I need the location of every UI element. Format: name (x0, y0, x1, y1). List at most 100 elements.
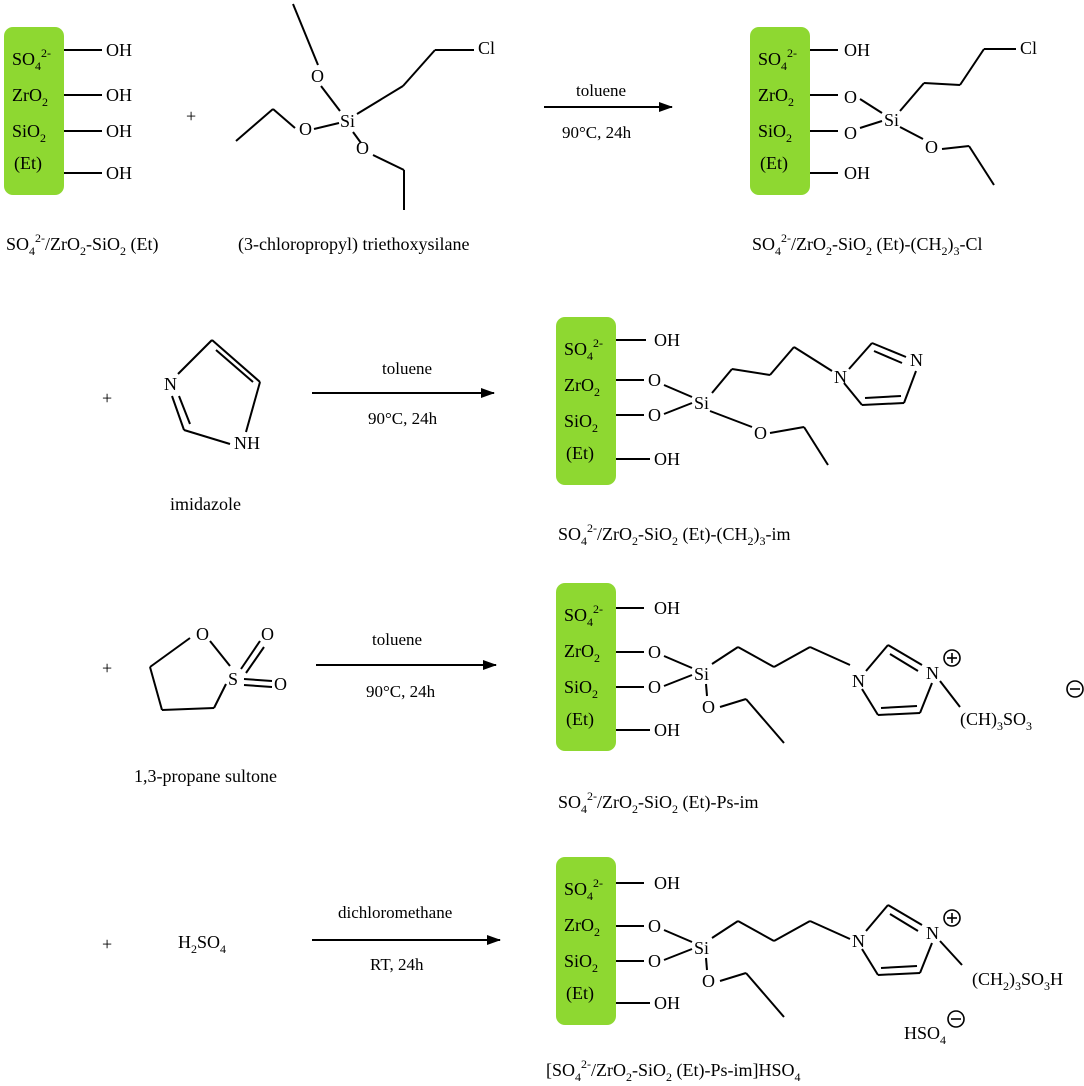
svg-text:90°C, 24h: 90°C, 24h (562, 123, 632, 142)
sultone-label: 1,3-propane sultone (134, 766, 277, 786)
ethyl-layer: (Et) (566, 709, 594, 730)
silica-layer: SiO2 (564, 411, 598, 435)
zirconia-layer: ZrO2 (758, 85, 794, 109)
svg-text:N: N (910, 350, 923, 370)
product-zwitterion-label: SO42-/ZrO2-SiO2 (Et)-Ps-im (558, 789, 759, 816)
svg-text:S: S (228, 669, 238, 689)
ethyl-layer: (Et) (566, 983, 594, 1004)
silica-layer: SiO2 (564, 951, 598, 975)
plus-sign: + (186, 106, 196, 126)
chloropropyl-triethoxysilane: O Si O O Cl (235, 3, 495, 210)
product-ionic-liquid: SO42- ZrO2 SiO2 (Et) OH O O OH Si O N N (556, 857, 1063, 1047)
svg-text:O: O (844, 87, 857, 107)
support-box (4, 27, 64, 195)
svg-text:O: O (196, 624, 209, 644)
svg-text:OH: OH (654, 720, 680, 740)
support-block: SO42- ZrO2 SiO2 (Et) (4, 27, 64, 195)
support-block: SO42- ZrO2 SiO2 (Et) (556, 857, 616, 1025)
svg-text:N: N (852, 931, 865, 951)
product-zwitterion: SO42- ZrO2 SiO2 (Et) OH O O OH Si O N N (556, 583, 1084, 751)
svg-text:toluene: toluene (576, 81, 626, 100)
svg-text:O: O (648, 916, 661, 936)
svg-text:Cl: Cl (478, 38, 495, 58)
svg-text:O: O (648, 405, 661, 425)
svg-text:OH: OH (654, 993, 680, 1013)
product-imidazolyl: SO42- ZrO2 SiO2 (Et) OH O O OH Si O N N (556, 317, 923, 485)
zirconia-layer: ZrO2 (12, 85, 48, 109)
sulfate-layer: SO42- (564, 876, 603, 903)
zirconia-layer: ZrO2 (564, 915, 600, 939)
svg-text:OH: OH (844, 40, 870, 60)
svg-text:O: O (648, 642, 661, 662)
product-chloropropyl-label: SO42-/ZrO2-SiO2 (Et)-(CH2)3-Cl (752, 231, 983, 258)
svg-text:RT, 24h: RT, 24h (370, 955, 424, 974)
svg-text:O: O (274, 674, 287, 694)
sulfate-layer: SO42- (12, 46, 51, 73)
svg-text:O: O (261, 624, 274, 644)
svg-text:O: O (925, 137, 938, 157)
svg-text:OH: OH (654, 449, 680, 469)
silica-layer: SiO2 (758, 121, 792, 145)
sulfate-layer: SO42- (564, 602, 603, 629)
support-block: SO42- ZrO2 SiO2 (Et) (556, 583, 616, 751)
svg-text:O: O (702, 697, 715, 717)
svg-text:O: O (299, 119, 312, 139)
svg-text:toluene: toluene (382, 359, 432, 378)
negative-charge-icon (947, 1010, 965, 1028)
svg-text:O: O (702, 971, 715, 991)
svg-text:Si: Si (884, 110, 899, 130)
svg-text:N: N (926, 663, 939, 683)
support-start-label: SO42-/ZrO2-SiO2 (Et) (6, 231, 159, 258)
support-block: SO42- ZrO2 SiO2 (Et) (556, 317, 616, 485)
reaction-arrow-1: toluene 90°C, 24h (544, 81, 673, 142)
svg-text:OH: OH (106, 163, 132, 183)
svg-text:OH: OH (106, 121, 132, 141)
imidazole-label: imidazole (170, 494, 241, 514)
svg-text:O: O (754, 423, 767, 443)
svg-text:O: O (648, 677, 661, 697)
product-chloropropyl: SO42- ZrO2 SiO2 (Et) OH O O OH Si O Cl (750, 27, 1037, 195)
product-imidazolyl-label: SO42-/ZrO2-SiO2 (Et)-(CH2)3-im (558, 521, 791, 548)
svg-text:OH: OH (844, 163, 870, 183)
positive-charge-icon (943, 649, 961, 667)
svg-text:OH: OH (106, 40, 132, 60)
ethyl-layer: (Et) (760, 153, 788, 174)
svg-text:O: O (844, 123, 857, 143)
plus-sign: + (102, 934, 112, 954)
svg-text:O: O (356, 138, 369, 158)
svg-text:O: O (311, 66, 324, 86)
plus-sign: + (102, 388, 112, 408)
svg-text:90°C, 24h: 90°C, 24h (366, 682, 436, 701)
svg-text:N: N (926, 923, 939, 943)
propyl-sulfonic-acid-group: (CH2)3SO3H (972, 969, 1063, 993)
chlorosilane-label: (3-chloropropyl) triethoxysilane (238, 234, 469, 255)
svg-text:Cl: Cl (1020, 38, 1037, 58)
reaction-arrow-3: toluene 90°C, 24h (316, 630, 497, 701)
support-box (556, 317, 616, 485)
product-ionic-liquid-label: [SO42-/ZrO2-SiO2 (Et)-Ps-im]HSO4 (546, 1057, 801, 1084)
svg-text:dichloromethane: dichloromethane (338, 903, 452, 922)
hydrogen-sulfate-anion: HSO4 (904, 1023, 946, 1047)
sulfate-layer: SO42- (758, 46, 797, 73)
svg-text:OH: OH (654, 330, 680, 350)
svg-text:N: N (164, 374, 177, 394)
propane-sultone-molecule: O S O O (149, 624, 287, 711)
reaction-arrow-4: dichloromethane RT, 24h (312, 903, 501, 974)
zirconia-layer: ZrO2 (564, 641, 600, 665)
svg-text:Si: Si (340, 111, 355, 131)
zirconia-layer: ZrO2 (564, 375, 600, 399)
positive-charge-icon (943, 909, 961, 927)
propyl-sulfonate-group: (CH)3SO3 (960, 709, 1032, 733)
ethyl-layer: (Et) (14, 153, 42, 174)
svg-text:O: O (648, 951, 661, 971)
svg-text:N: N (834, 367, 847, 387)
svg-text:Si: Si (694, 938, 709, 958)
support-start: SO42- ZrO2 SiO2 (Et) OH OH OH OH (4, 27, 132, 195)
negative-charge-icon (1066, 680, 1084, 698)
ethyl-layer: (Et) (566, 443, 594, 464)
support-box (556, 583, 616, 751)
imidazole-molecule: N NH (164, 339, 261, 453)
support-box (556, 857, 616, 1025)
support-block: SO42- ZrO2 SiO2 (Et) (750, 27, 810, 195)
